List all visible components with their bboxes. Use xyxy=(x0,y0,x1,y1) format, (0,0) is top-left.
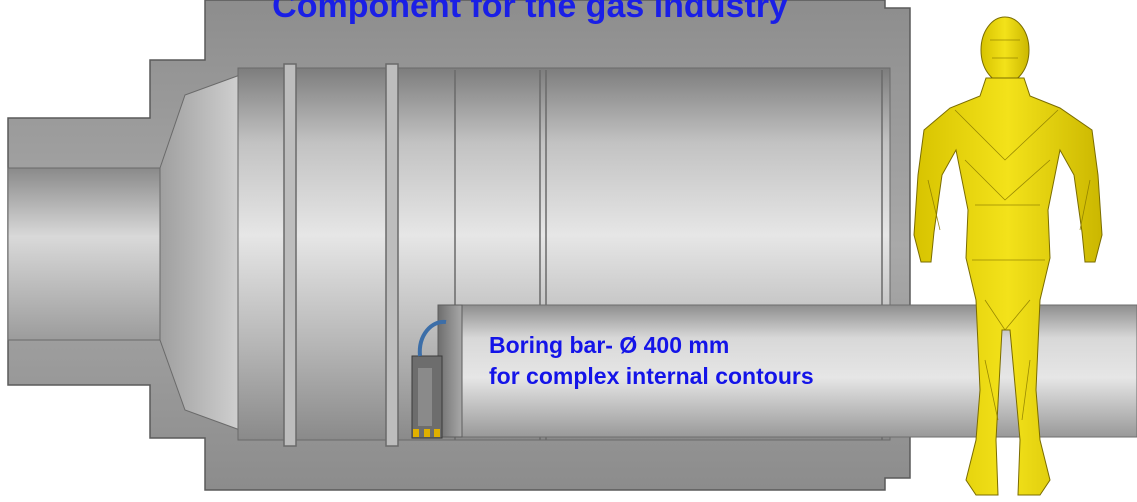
callout-line-1: Boring bar- Ø 400 mm xyxy=(489,332,730,358)
human-scale-figure-icon xyxy=(913,16,1103,496)
boring-bar-callout: Boring bar- Ø 400 mm for complex interna… xyxy=(489,330,814,392)
callout-line-2: for complex internal contours xyxy=(489,363,814,389)
headline-title: Component for the gas industry xyxy=(272,0,788,25)
cutting-tool-head xyxy=(411,319,447,439)
inlet-bore xyxy=(7,167,164,341)
